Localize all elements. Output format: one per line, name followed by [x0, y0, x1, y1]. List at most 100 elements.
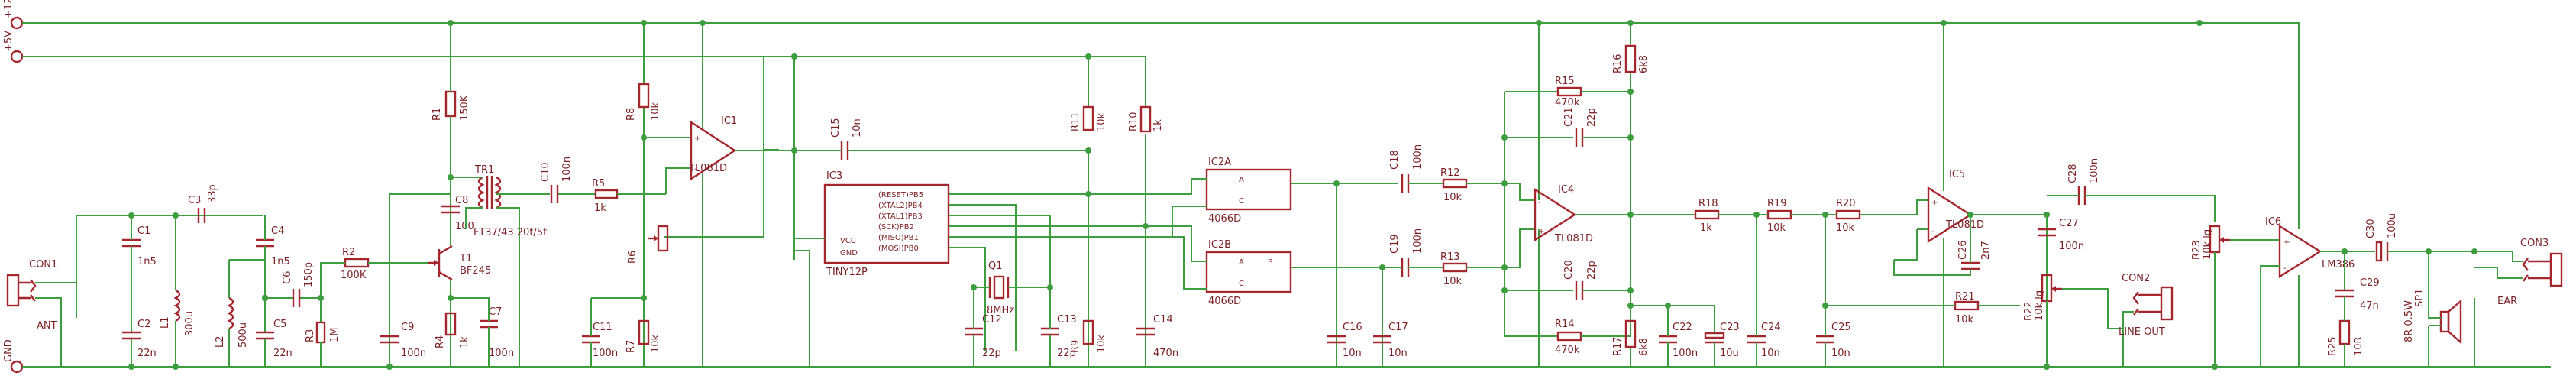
rail-label-12v: +12V — [3, 0, 15, 18]
r17-name: R17 — [1612, 336, 1624, 356]
r25-name: R25 — [2327, 336, 2338, 356]
c30-value: 100u — [2387, 213, 2398, 238]
r18-value: 1k — [1700, 222, 1712, 234]
c12-name: C12 — [982, 314, 1002, 326]
ic2b-pin-a: A — [1239, 258, 1244, 267]
capacitor-c14: C14 470n — [1136, 314, 1178, 359]
ic6-name: IC6 — [2265, 216, 2281, 228]
t1-value: BF245 — [460, 265, 491, 277]
c13-name: C13 — [1057, 314, 1077, 326]
con3-ear: CON3 EAR — [2474, 238, 2563, 367]
l2-name: L2 — [215, 335, 226, 348]
ic2a-pin-c: C — [1239, 197, 1244, 206]
r14-name: R14 — [1555, 319, 1575, 330]
r25-value: 10R — [2353, 336, 2364, 356]
capacitor-c30: C30 100u — [2365, 213, 2474, 262]
resistor-r9: R9 10k — [1070, 319, 1107, 353]
c29-name: C29 — [2360, 277, 2380, 289]
c30-name: C30 — [2365, 219, 2377, 238]
capacitor-c10: C10 100n — [540, 157, 596, 203]
jfet-preamp-section: C9 100n R1 150K C8 100 TR1 FT37/43 20t/5… — [380, 23, 666, 367]
ic5-stage: + - IC5 TL081D C26 2n7 R21 10k C28 100n … — [1893, 23, 2216, 367]
sp1-name: SP1 — [2414, 289, 2426, 307]
ic3-vcc: VCC — [840, 237, 856, 245]
ic3-gnd: GND — [840, 249, 858, 258]
r23-value: 10k lg — [2202, 229, 2213, 260]
potentiometer-r23: R23 10k lg — [2191, 225, 2280, 367]
r6-name: R6 — [627, 251, 638, 264]
ic2b-pin-c: C — [1239, 280, 1244, 288]
r11-value: 10k — [1096, 112, 1107, 131]
c4-value: 1n5 — [271, 256, 290, 267]
c11-value: 100n — [593, 348, 618, 359]
r12-name: R12 — [1440, 167, 1460, 179]
q1-value: 8MHz — [987, 305, 1014, 316]
lineout-label: LINE OUT — [2119, 326, 2165, 338]
c27-value: 100n — [2059, 241, 2084, 252]
c7-value: 100n — [489, 348, 514, 359]
ic4-minus: - — [1538, 199, 1541, 207]
r2-value: 100K — [341, 270, 367, 281]
resistor-r25: R25 10R — [2327, 296, 2364, 367]
c16-name: C16 — [1343, 322, 1362, 333]
con2-line-out: CON2 LINE OUT — [2108, 273, 2174, 367]
c15-value: 10n — [852, 118, 863, 138]
resistor-r3: R3 1M — [305, 298, 341, 367]
capacitor-c4: C4 1n5 — [229, 215, 290, 332]
c1-value: 1n5 — [137, 256, 157, 267]
r4-name: R4 — [435, 335, 446, 348]
c18-value: 100n — [1412, 144, 1424, 170]
con2-name: CON2 — [2122, 273, 2150, 284]
r9-value: 10k — [1096, 334, 1107, 353]
ic6-stage: R23 10k lg + - IC6 LM386 C30 100u C29 47… — [2191, 22, 2563, 367]
r19-value: 10k — [1767, 222, 1786, 234]
r19-name: R19 — [1767, 198, 1787, 209]
r11-name: R11 — [1070, 112, 1081, 131]
r1-name: R1 — [431, 108, 443, 121]
ic5-value: TL081D — [1945, 219, 1984, 231]
resistor-r2: R2 100K — [320, 247, 428, 298]
ic1-stage: R8 10k R6 R7 10k C11 100n + - — [582, 23, 1089, 367]
r5-value: 1k — [594, 202, 606, 214]
speaker-sp1: SP1 8R 0.5W — [2403, 251, 2462, 367]
r12-value: 10k — [1443, 192, 1463, 203]
capacitor-c9: C9 100n — [380, 322, 426, 359]
con3-name: CON3 — [2520, 238, 2549, 249]
r15-name: R15 — [1555, 76, 1575, 87]
r13-value: 10k — [1443, 276, 1463, 287]
ic4-plus: + — [1538, 228, 1544, 236]
rail-label-gnd: GND — [3, 339, 15, 362]
resistor-r17: R17 6k8 — [1612, 319, 1650, 356]
r22-name: R22 — [2023, 301, 2035, 321]
c22-name: C22 — [1673, 322, 1692, 333]
ic3-pin-4: (SCK)PB2 — [878, 223, 914, 232]
c19-value: 100n — [1412, 228, 1424, 254]
c10-name: C10 — [540, 162, 551, 182]
ic3-pin-1: (RESET)PB5 — [878, 191, 923, 199]
c14-name: C14 — [1153, 314, 1173, 326]
c12-value: 22p — [982, 348, 1001, 359]
ic4-stage: - + IC4 TL081D R15 470k C21 22p C20 22p — [1504, 23, 1740, 367]
c24-name: C24 — [1761, 322, 1781, 333]
capacitor-c3: C3 33p — [188, 184, 218, 223]
l1-value: 300u — [184, 311, 196, 336]
ic6-minus: - — [2283, 264, 2287, 273]
capacitor-c13: C13 22p — [1041, 215, 1077, 367]
r3-name: R3 — [305, 329, 316, 342]
c2-value: 22n — [137, 348, 157, 359]
c23-value: 10u — [1720, 348, 1739, 359]
capacitor-c25: C25 10n — [1816, 215, 1944, 367]
r16-value: 6k8 — [1638, 55, 1650, 73]
c7-name: C7 — [489, 306, 502, 318]
r8-name: R8 — [625, 108, 637, 121]
c28-value: 100n — [2089, 158, 2100, 183]
ic1-minus: - — [694, 165, 697, 173]
c20-value: 22p — [1586, 261, 1598, 280]
r23-name: R23 — [2191, 240, 2203, 260]
ic2-switches: IC2A 4066D IC2B 4066D A C A C B C18 100n… — [1088, 144, 1505, 367]
potentiometer-r22: R22 10k lg — [2023, 274, 2109, 367]
transformer-tr1: TR1 FT37/43 20t/5t — [451, 164, 550, 367]
ic2b-pin-b: B — [1268, 258, 1273, 267]
ic6-plus: + — [2283, 238, 2290, 247]
